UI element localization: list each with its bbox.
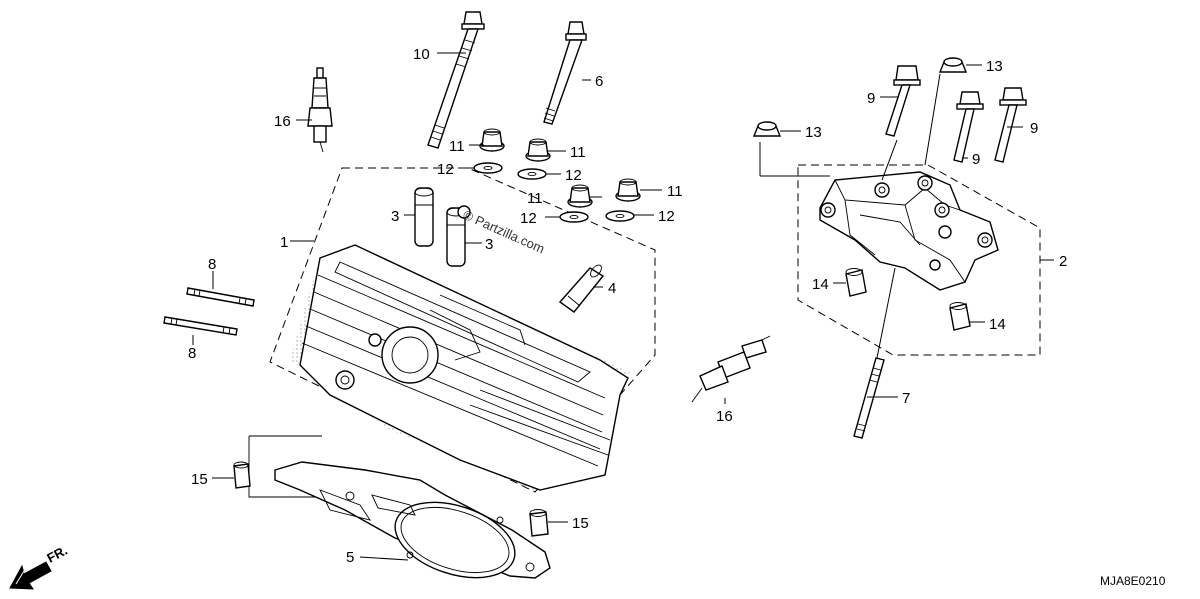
cylinder-head[interactable] xyxy=(290,244,630,492)
callout-11a: 11 xyxy=(449,138,465,155)
flange-nut-d[interactable] xyxy=(615,178,641,202)
callout-12c: 12 xyxy=(520,210,537,227)
stud-bolt-upper[interactable] xyxy=(186,287,255,307)
callout-8b: 8 xyxy=(188,345,196,362)
stud-bolt-with-nut[interactable] xyxy=(427,11,485,149)
callout-11b: 11 xyxy=(570,144,586,161)
callout-8a: 8 xyxy=(208,256,216,273)
flange-nut-b[interactable] xyxy=(525,138,551,162)
callout-5: 5 xyxy=(346,549,354,566)
callout-16b: 16 xyxy=(716,408,733,425)
washer-c[interactable] xyxy=(559,211,589,223)
callout-4: 4 xyxy=(608,280,616,297)
valve-guide-b[interactable] xyxy=(446,205,471,267)
spark-plug-b[interactable] xyxy=(691,335,771,403)
callout-9a: 9 xyxy=(867,90,875,107)
flange-bolt-a[interactable] xyxy=(885,65,921,137)
dowel-pin-d[interactable] xyxy=(529,509,549,537)
bolt-long[interactable] xyxy=(543,21,587,125)
callout-15a: 15 xyxy=(191,471,208,488)
stud-bolt[interactable] xyxy=(853,357,885,439)
washer-b[interactable] xyxy=(517,168,547,180)
callout-13a: 13 xyxy=(986,58,1003,75)
direction-label: FR. xyxy=(44,543,70,566)
callout-1: 1 xyxy=(280,234,288,251)
front-direction-arrow: FR. xyxy=(9,543,70,590)
callout-3b: 3 xyxy=(485,236,493,253)
leader-lines xyxy=(192,52,1054,561)
callout-7: 7 xyxy=(902,390,910,407)
callout-6: 6 xyxy=(595,73,603,90)
rocker-arm-holder[interactable] xyxy=(819,171,999,291)
valve-guide-a[interactable] xyxy=(414,187,434,247)
diagram-code: MJA8E0210 xyxy=(1100,574,1166,588)
callout-14b: 14 xyxy=(989,316,1006,333)
callout-11d: 11 xyxy=(667,183,683,200)
callout-11c: 11 xyxy=(527,190,543,207)
callout-labels: 1 2 3 3 4 5 6 7 8 8 9 9 9 10 11 11 11 11… xyxy=(188,46,1067,566)
callout-2: 2 xyxy=(1059,253,1067,270)
callout-13b: 13 xyxy=(805,124,822,141)
washer-d[interactable] xyxy=(605,210,635,222)
callout-10: 10 xyxy=(413,46,430,63)
callout-14a: 14 xyxy=(812,276,829,293)
flange-nut-c[interactable] xyxy=(567,184,593,208)
flange-nut-a[interactable] xyxy=(479,128,505,152)
callout-12b: 12 xyxy=(565,167,582,184)
spark-plug-a[interactable] xyxy=(307,67,333,153)
guide-sleeve[interactable] xyxy=(558,263,605,313)
callout-12d: 12 xyxy=(658,208,675,225)
callout-12a: 12 xyxy=(437,161,454,178)
callout-15b: 15 xyxy=(572,515,589,532)
dowel-pin-a[interactable] xyxy=(845,268,867,297)
callout-16a: 16 xyxy=(274,113,291,130)
callout-9c: 9 xyxy=(972,151,980,168)
rocker-holder-group-outline xyxy=(797,164,1041,356)
flange-bolt-c[interactable] xyxy=(994,87,1027,163)
cap-nut-a[interactable] xyxy=(938,57,968,73)
dowel-pin-c[interactable] xyxy=(233,461,251,489)
stud-bolt-lower[interactable] xyxy=(163,316,238,336)
washer-a[interactable] xyxy=(473,162,503,174)
dowel-pin-b[interactable] xyxy=(949,302,971,331)
cylinder-head-group-outline xyxy=(269,167,656,493)
cap-nut-b[interactable] xyxy=(752,121,782,137)
callout-3a: 3 xyxy=(391,208,399,225)
flange-bolt-b[interactable] xyxy=(953,91,984,163)
callout-9b: 9 xyxy=(1030,120,1038,137)
cylinder-head-gasket[interactable] xyxy=(274,461,551,591)
